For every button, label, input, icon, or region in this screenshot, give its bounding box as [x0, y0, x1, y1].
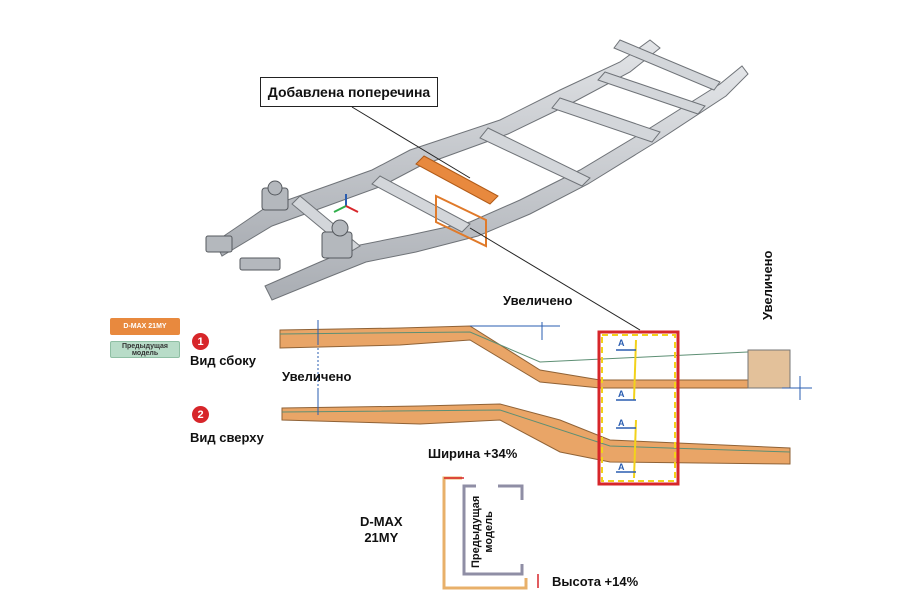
side-view-rear-block	[747, 349, 791, 389]
side-view-label: Вид сбоку	[190, 353, 257, 368]
increased-label-left: Увеличено	[282, 369, 352, 384]
cross-section-prev-outline	[462, 484, 524, 576]
side-view-prev-outline	[279, 331, 791, 363]
width-increase-label: Ширина +34%	[428, 446, 518, 461]
legend-dmax: D-MAX 21MY	[110, 318, 180, 335]
section-marker-4: A	[618, 462, 625, 472]
cross-section-dim-arrows	[444, 477, 539, 588]
added-crossmember-callout: Добавлена поперечина	[260, 77, 438, 107]
view-number-badge-2: 2	[192, 406, 209, 423]
section-leader-line	[469, 227, 641, 331]
top-view-label: Вид сверху	[190, 430, 264, 445]
cross-section-dmax-label: D-MAX 21MY	[360, 514, 403, 546]
dmax-label-line2: 21MY	[364, 530, 399, 545]
callout-leader-line	[351, 106, 471, 179]
top-view-rail	[281, 403, 791, 465]
legend-previous-model: Предыдущая модель	[110, 341, 180, 358]
section-highlight-outer	[597, 330, 680, 486]
dmax-label-line1: D-MAX	[360, 514, 403, 529]
frame-rails	[214, 39, 749, 301]
section-line-top	[633, 419, 637, 479]
height-increase-label: Высота +14%	[552, 574, 639, 589]
top-view-prev-outline	[281, 409, 791, 453]
section-arrows	[616, 349, 636, 473]
section-line-side	[633, 339, 637, 401]
dimension-lines	[317, 320, 812, 415]
view-number-badge-1: 1	[192, 333, 209, 350]
axis-gizmo	[333, 194, 359, 213]
legend-prev-line1: Предыдущая	[121, 342, 168, 350]
cross-section-prev-label: Предыдущая модель	[470, 496, 496, 568]
increased-label-top: Увеличено	[503, 293, 573, 308]
section-plane-marker	[435, 194, 487, 248]
section-marker-2: A	[618, 389, 625, 399]
section-marker-3: A	[618, 418, 625, 428]
added-crossmember-orange	[415, 155, 499, 205]
prev-label-line1: Предыдущая	[470, 495, 482, 568]
section-highlight-inner	[601, 334, 676, 482]
legend-prev-line2: модель	[131, 349, 159, 357]
section-marker-1: A	[618, 338, 625, 348]
prev-label-line2: модель	[483, 511, 495, 553]
side-view-rail	[279, 325, 791, 389]
increased-label-right: Увеличено	[760, 250, 775, 320]
front-suspension-mounts	[205, 180, 353, 271]
